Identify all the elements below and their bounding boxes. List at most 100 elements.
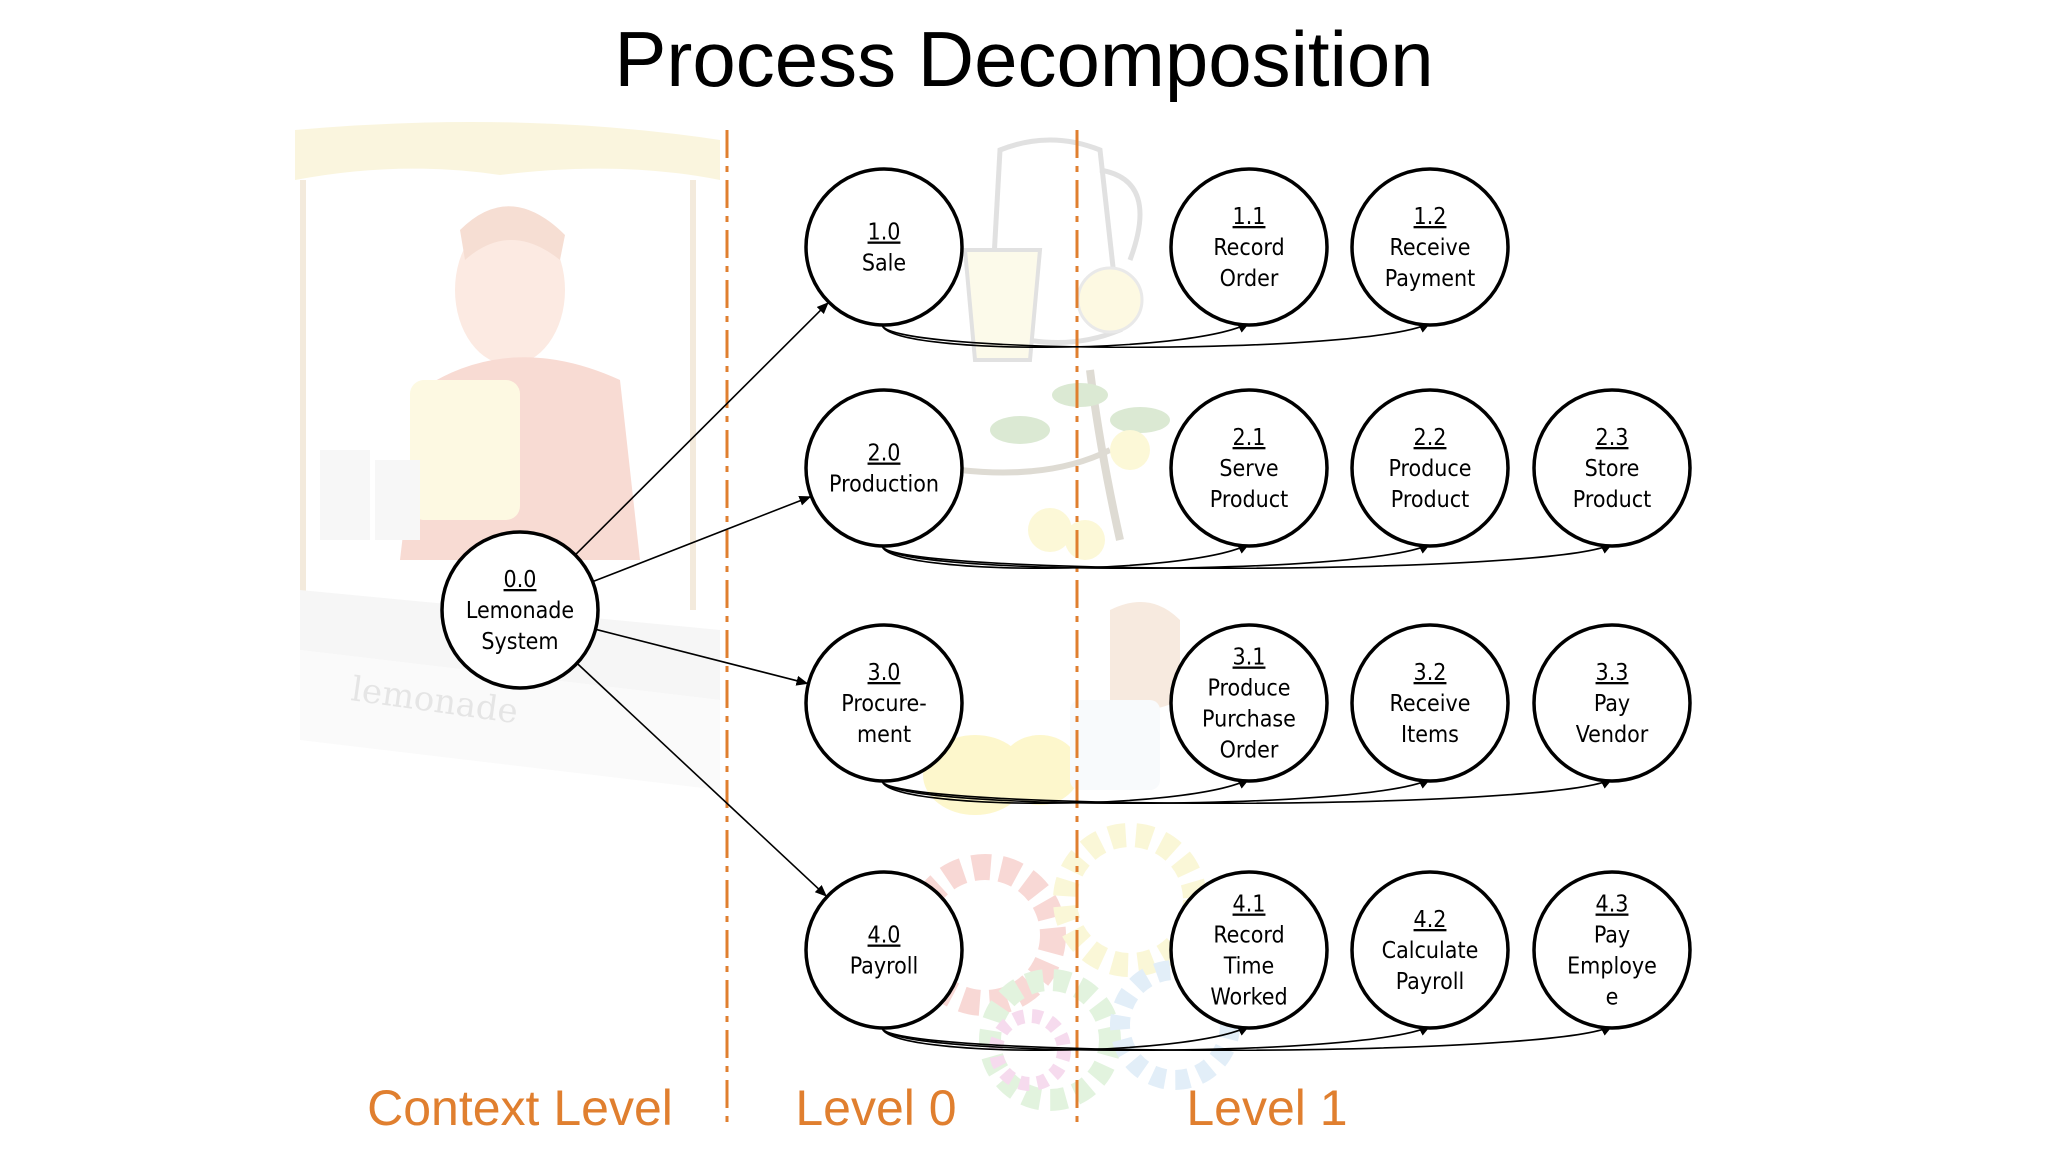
process-3-2-label: Items [1401, 722, 1459, 748]
process-3-1-id: 3.1 [1233, 645, 1266, 671]
process-4-1-id: 4.1 [1233, 892, 1266, 918]
process-1-0-circle [804, 167, 964, 327]
process-4-0-id: 4.0 [868, 923, 901, 949]
process-4-1-circle [1169, 870, 1329, 1030]
process-3-1-circle [1169, 623, 1329, 783]
process-1-1-circle [1169, 167, 1329, 327]
flow-2-0-to-2-3 [881, 543, 1613, 570]
flow-4-0-to-4-2 [881, 1025, 1431, 1052]
process-3-1-label: Order [1220, 738, 1279, 764]
process-4-1-label: Worked [1210, 985, 1287, 1011]
process-4-2-label: Payroll [1396, 969, 1465, 995]
process-3-3-id: 3.3 [1596, 660, 1629, 686]
process-3-0-label: ment [857, 722, 911, 748]
process-2-3-label: Store [1585, 456, 1640, 482]
process-0-0-id: 0.0 [504, 567, 537, 593]
level-label-0: Level 0 [795, 1080, 956, 1136]
process-1-2-label: Receive [1390, 235, 1471, 261]
process-1-2-label: Payment [1385, 266, 1475, 292]
process-4-3-label: Pay [1594, 923, 1630, 949]
process-2-2-id: 2.2 [1414, 425, 1447, 451]
process-3-0-id: 3.0 [868, 660, 901, 686]
flow-2-0-to-2-2 [881, 543, 1431, 570]
flow-0-0-to-2-0 [592, 495, 812, 583]
process-1-1-id: 1.1 [1233, 204, 1266, 230]
process-2-0-id: 2.0 [868, 441, 901, 467]
process-1-1-label: Record [1213, 235, 1284, 261]
process-3-3-label: Vendor [1576, 722, 1649, 748]
process-0-0-label: Lemonade [466, 598, 574, 624]
process-2-3-id: 2.3 [1596, 425, 1629, 451]
process-3-2-label: Receive [1390, 691, 1471, 717]
process-1-2-circle [1350, 167, 1510, 327]
process-4-3-circle [1532, 870, 1692, 1030]
process-2-2-label: Produce [1388, 456, 1471, 482]
process-4-2-label: Calculate [1382, 938, 1479, 964]
flow-1-0-to-1-1 [881, 322, 1250, 349]
flow-4-0-to-4-1 [881, 1025, 1250, 1052]
process-4-0-label: Payroll [850, 954, 919, 980]
process-4-2-circle [1350, 870, 1510, 1030]
process-0-0-circle [440, 530, 600, 690]
process-4-3-label: e [1606, 985, 1619, 1011]
process-1-1-label: Order [1220, 266, 1279, 292]
process-4-1-label: Time [1223, 954, 1275, 980]
process-4-3-label: Employe [1567, 954, 1657, 980]
level-label-context: Context Level [367, 1080, 673, 1136]
lemons-ice-illustration [923, 602, 1180, 815]
process-0-0-label: System [481, 629, 558, 655]
process-3-2-id: 3.2 [1414, 660, 1447, 686]
flow-3-0-to-3-3 [881, 778, 1613, 805]
process-1-0-id: 1.0 [868, 220, 901, 246]
process-3-0-circle [804, 623, 964, 783]
process-2-2-circle [1350, 388, 1510, 548]
process-3-3-label: Pay [1594, 691, 1630, 717]
process-2-0-label: Production [829, 472, 939, 498]
flow-3-0-to-3-1 [881, 778, 1250, 805]
flow-4-0-to-4-3 [881, 1025, 1613, 1052]
lemonade-stand-illustration: lemonade [295, 122, 720, 790]
process-3-0-label: Procure- [841, 691, 926, 717]
process-2-1-label: Serve [1219, 456, 1278, 482]
flow-0-0-to-1-0 [574, 302, 829, 556]
flow-0-0-to-3-0 [595, 628, 809, 686]
pitcher-illustration [962, 137, 1144, 362]
process-2-1-circle [1169, 388, 1329, 548]
flow-2-0-to-2-1 [881, 543, 1250, 570]
flow-0-0-to-4-0 [576, 662, 827, 897]
process-4-3-id: 4.3 [1596, 892, 1629, 918]
process-3-2-circle [1350, 623, 1510, 783]
process-4-1-label: Record [1213, 923, 1284, 949]
process-2-1-label: Product [1210, 487, 1288, 513]
process-2-3-label: Product [1573, 487, 1651, 513]
process-2-0-circle [804, 388, 964, 548]
process-2-2-label: Product [1391, 487, 1469, 513]
level-label-1: Level 1 [1186, 1080, 1347, 1136]
process-2-1-id: 2.1 [1233, 425, 1266, 451]
flow-1-0-to-1-2 [881, 322, 1431, 349]
process-4-0-circle [804, 870, 964, 1030]
process-1-0-label: Sale [862, 251, 906, 277]
process-2-3-circle [1532, 388, 1692, 548]
lemon-tree-illustration [959, 369, 1170, 560]
process-1-2-id: 1.2 [1414, 204, 1447, 230]
process-3-1-label: Produce [1207, 676, 1290, 702]
page-title: Process Decomposition [614, 15, 1434, 103]
process-3-1-label: Purchase [1202, 707, 1296, 733]
